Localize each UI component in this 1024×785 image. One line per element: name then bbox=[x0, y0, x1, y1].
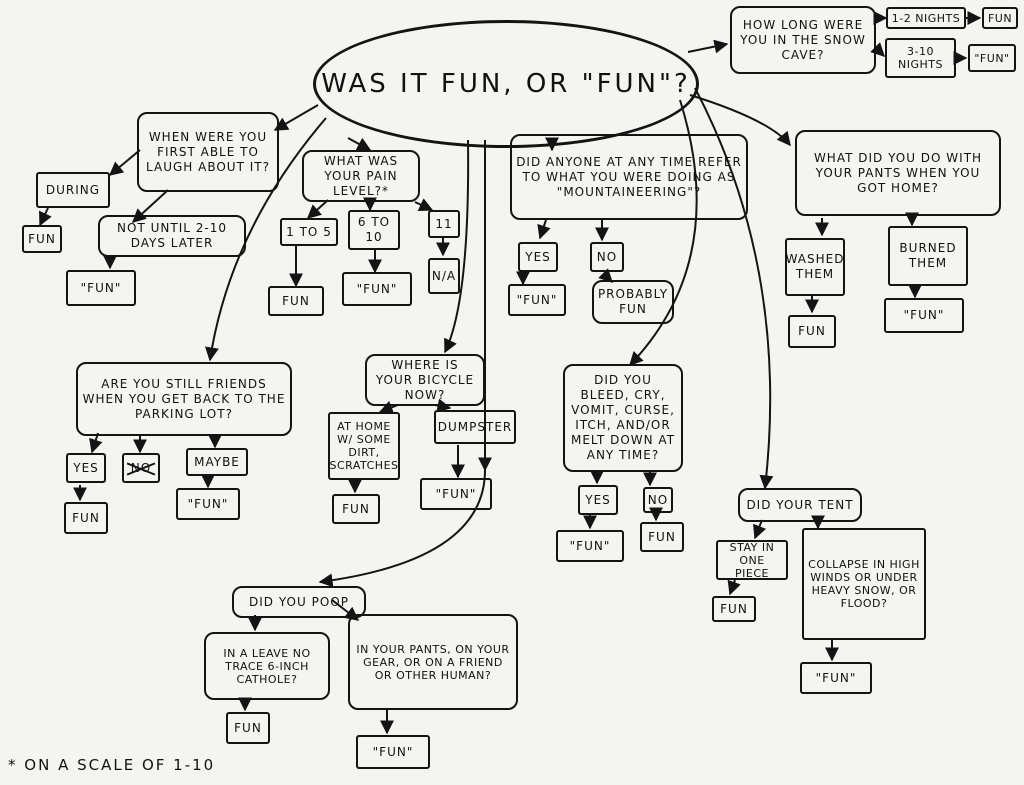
tent-option-collapse: Collapse in high winds or under heavy sn… bbox=[802, 528, 926, 640]
pants-question: What did you do with your pants when you… bbox=[795, 130, 1001, 216]
tent-outcome-quoted-fun: "Fun" bbox=[800, 662, 872, 694]
laugh-question: When were you first able to laugh about … bbox=[137, 112, 279, 192]
poop-outcome-quoted-fun: "Fun" bbox=[356, 735, 430, 769]
snow-cave-option-1-2-nights: 1-2 nights bbox=[886, 7, 966, 29]
mountaineering-question: Did anyone at any time refer to what you… bbox=[510, 134, 748, 220]
pants-option-washed: Washed them bbox=[785, 238, 845, 296]
bleed-option-yes: Yes bbox=[578, 485, 618, 515]
pain-option-1-to-5: 1 to 5 bbox=[280, 218, 338, 246]
mountaineering-option-yes: Yes bbox=[518, 242, 558, 272]
friends-outcome-fun: Fun bbox=[64, 502, 108, 534]
poop-option-pants-gear-friend: In your pants, on your gear, or on a fri… bbox=[348, 614, 518, 710]
bleed-outcome-fun: Fun bbox=[640, 522, 684, 552]
poop-outcome-fun: Fun bbox=[226, 712, 270, 744]
snow-cave-option-3-10-nights: 3-10 nights bbox=[885, 38, 956, 78]
bicycle-outcome-fun: Fun bbox=[332, 494, 380, 524]
bicycle-option-dumpster: Dumpster bbox=[434, 410, 516, 444]
bicycle-option-at-home: At home w/ some dirt, scratches bbox=[328, 412, 400, 480]
bicycle-outcome-quoted-fun: "Fun" bbox=[420, 478, 492, 510]
snow-cave-outcome-fun: Fun bbox=[982, 7, 1018, 29]
tent-option-one-piece: Stay in one piece bbox=[716, 540, 788, 580]
footnote-pain-scale: * On a scale of 1-10 bbox=[8, 756, 216, 774]
bicycle-question: Where is your bicycle now? bbox=[365, 354, 485, 406]
friends-option-maybe: Maybe bbox=[186, 448, 248, 476]
pain-outcome-na: N/A bbox=[428, 258, 460, 294]
mountaineering-option-no: No bbox=[590, 242, 624, 272]
bleed-option-no: No bbox=[643, 487, 673, 513]
laugh-option-later: Not until 2-10 days later bbox=[98, 215, 246, 257]
laugh-outcome-fun: Fun bbox=[22, 225, 62, 253]
pants-outcome-quoted-fun: "Fun" bbox=[884, 298, 964, 333]
pain-question: What was your pain level?* bbox=[302, 150, 420, 202]
friends-option-no-crossed-out: No bbox=[122, 453, 160, 483]
friends-question: Are you still friends when you get back … bbox=[76, 362, 292, 436]
poop-question: Did you poop bbox=[232, 586, 366, 618]
snow-cave-outcome-quoted-fun: "Fun" bbox=[968, 44, 1016, 72]
tent-question: Did your tent bbox=[738, 488, 862, 522]
laugh-outcome-quoted-fun: "Fun" bbox=[66, 270, 136, 306]
tent-outcome-fun: Fun bbox=[712, 596, 756, 622]
pants-option-burned: Burned them bbox=[888, 226, 968, 286]
snow-cave-question: How long were you in the snow cave? bbox=[730, 6, 876, 74]
poop-option-cathole: In a leave no trace 6-inch cathole? bbox=[204, 632, 330, 700]
root-question: Was it fun, or "fun"? bbox=[313, 20, 699, 148]
friends-option-yes: Yes bbox=[66, 453, 106, 483]
pain-outcome-fun: Fun bbox=[268, 286, 324, 316]
friends-outcome-quoted-fun: "Fun" bbox=[176, 488, 240, 520]
bleed-outcome-quoted-fun: "Fun" bbox=[556, 530, 624, 562]
laugh-option-during: During bbox=[36, 172, 110, 208]
pants-outcome-fun: Fun bbox=[788, 315, 836, 348]
bleed-question: Did you bleed, cry, vomit, curse, itch, … bbox=[563, 364, 683, 472]
mountaineering-outcome-quoted-fun: "Fun" bbox=[508, 284, 566, 316]
mountaineering-outcome-probably-fun: Probably fun bbox=[592, 280, 674, 324]
pain-option-11: 11 bbox=[428, 210, 460, 238]
pain-option-6-to-10: 6 to 10 bbox=[348, 210, 400, 250]
pain-outcome-quoted-fun: "Fun" bbox=[342, 272, 412, 306]
